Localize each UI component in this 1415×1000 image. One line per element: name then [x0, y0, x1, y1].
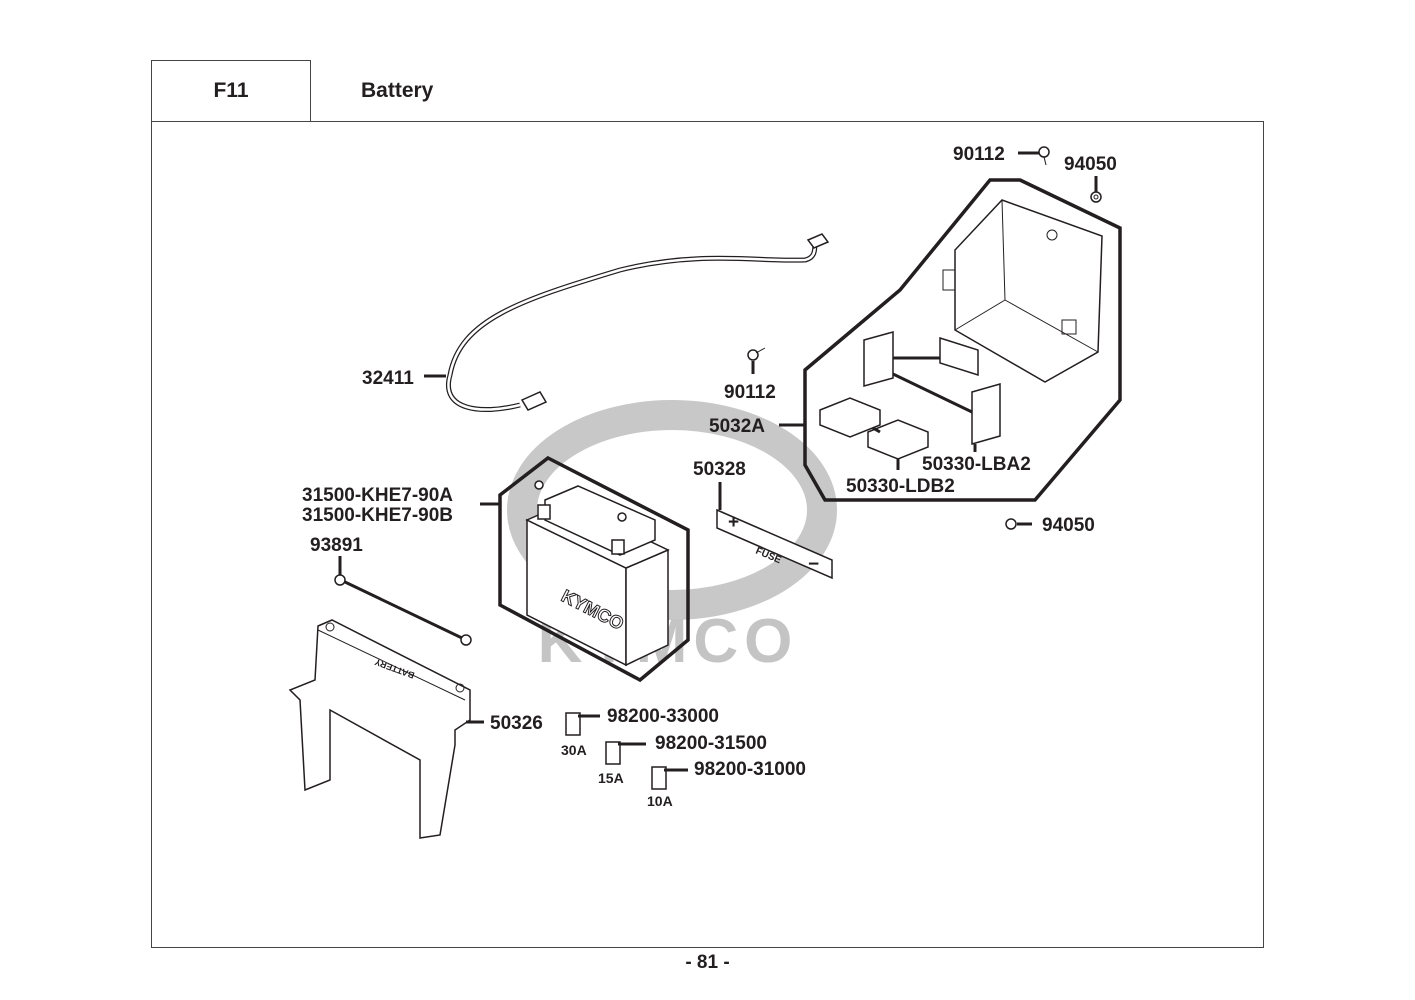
fuse-30a: [565, 712, 600, 736]
kit-outline-battery: [498, 455, 690, 683]
cable-terminal-bottom: [520, 391, 548, 411]
battery-cable-32411: [424, 233, 830, 413]
battery-cover-50326: BATTERY: [288, 619, 484, 839]
battery-pads: [819, 331, 1001, 470]
label-98200-31000: 98200-31000: [694, 759, 806, 780]
label-94050-bottom: 94050: [1042, 515, 1095, 536]
section-title: Battery: [361, 79, 434, 102]
pad-c: [819, 397, 881, 438]
fuse-rating-10a: 10A: [647, 793, 673, 809]
label-98200-33000: 98200-33000: [607, 706, 719, 727]
battery-box-part: [942, 199, 1103, 383]
cable-terminal-top: [806, 233, 830, 249]
fuse-holder-plus: +: [728, 512, 739, 533]
label-50326: 50326: [490, 713, 543, 734]
fuse-rating-30a: 30A: [561, 742, 587, 758]
fuse-15a: [605, 741, 646, 765]
label-31500-khe7-90a: 31500-KHE7-90A: [302, 485, 453, 506]
fuse-10a: [651, 766, 688, 790]
diagram-frame: [151, 121, 1264, 948]
pad-a: [863, 331, 894, 387]
label-93891: 93891: [310, 535, 363, 556]
label-90112-mid: 90112: [724, 382, 776, 403]
nut-94050-top: [1090, 176, 1102, 203]
fuse-rating-15a: 15A: [598, 770, 624, 786]
label-50330-lba2: 50330-LBA2: [922, 454, 1031, 475]
screw-90112-top: [1018, 146, 1050, 166]
label-5032a: 5032A: [709, 416, 765, 437]
battery-part: KYMCO: [525, 480, 670, 667]
label-50328: 50328: [693, 459, 746, 480]
fuse-holder-50328: + FUSE −: [716, 482, 833, 580]
label-98200-31500: 98200-31500: [655, 733, 767, 754]
nut-94050-bottom: [1005, 518, 1032, 530]
label-50330-ldb2: 50330-LDB2: [846, 476, 955, 497]
kit-outline-5032a: [803, 178, 1122, 502]
label-90112-top: 90112: [953, 144, 1005, 165]
page-number: - 81 -: [685, 952, 730, 973]
pad-lba2: [971, 383, 1001, 445]
fuse-holder-minus: −: [808, 554, 819, 575]
label-31500-khe7-90b: 31500-KHE7-90B: [302, 505, 453, 526]
pad-ldb2: [867, 419, 929, 460]
label-32411: 32411: [362, 368, 414, 389]
header-divider: [310, 60, 311, 122]
bolts-93891: [334, 556, 472, 646]
watermark-ring: [507, 400, 837, 620]
pad-b: [939, 336, 979, 377]
label-94050-top: 94050: [1064, 154, 1117, 175]
screw-90112-mid: [747, 347, 766, 374]
